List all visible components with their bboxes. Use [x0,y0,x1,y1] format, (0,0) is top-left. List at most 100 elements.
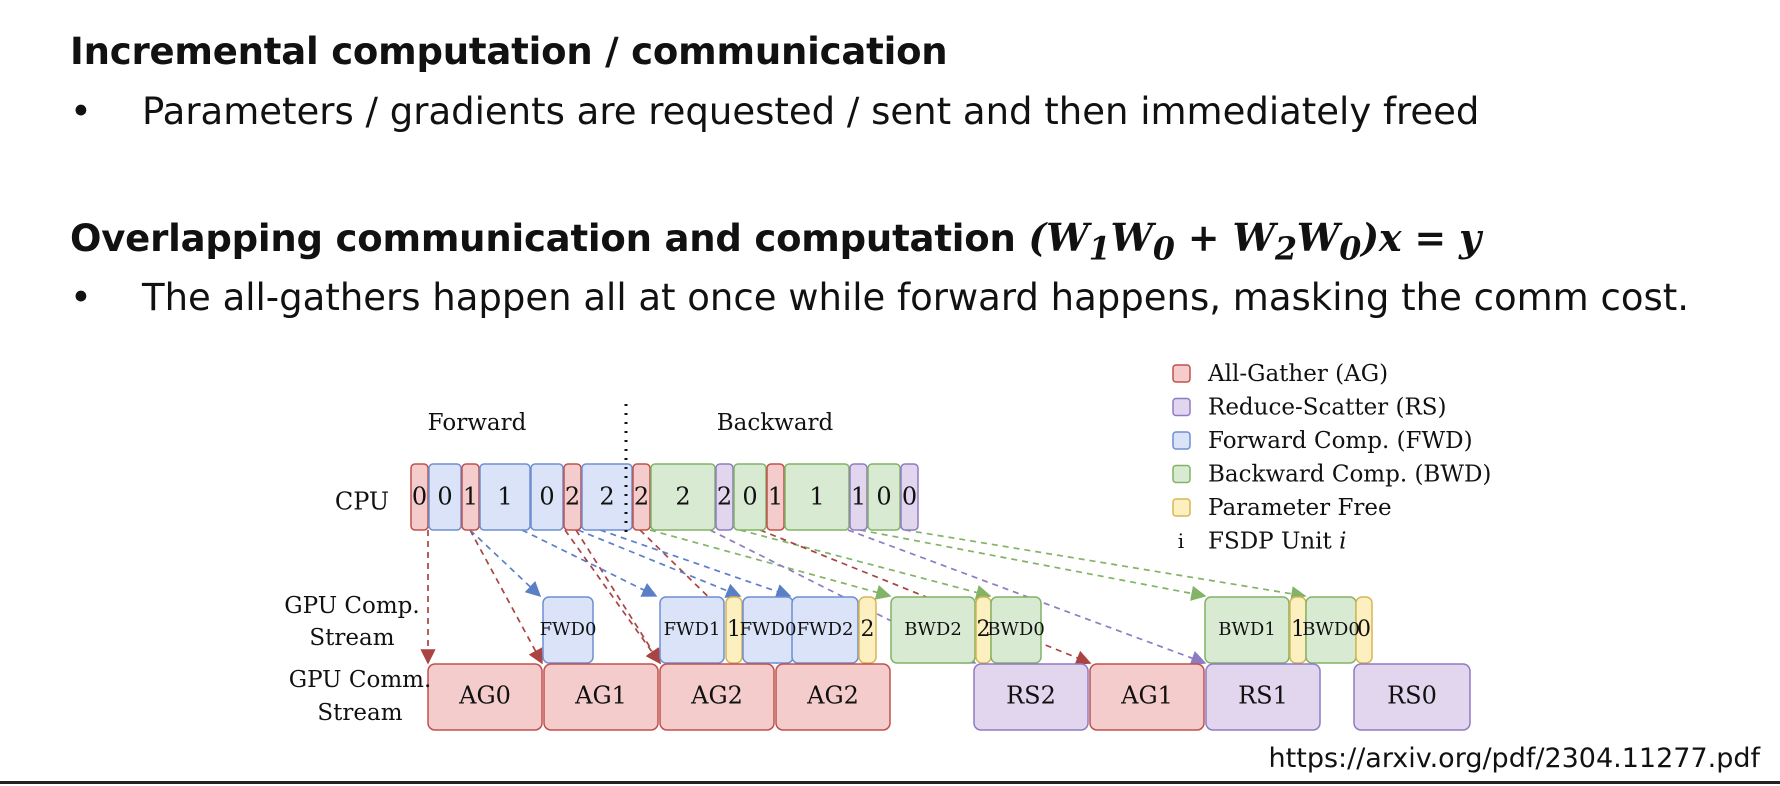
legend-swatch [1172,364,1191,383]
bullet-incremental: • Parameters / gradients are requested / … [70,90,1479,133]
row-label-gpu-comm: GPU Comm. [289,667,432,693]
legend-label: All-Gather (AG) [1207,361,1388,387]
cpu-block-label: 2 [717,483,732,511]
cpu-block-label: 0 [742,483,757,511]
cpu-block [632,463,651,531]
cpu-block-label: 2 [565,483,580,511]
gpu-comp-block-label: BWD2 [904,619,962,640]
cpu-block [581,463,633,531]
gpu-comp-block-label: 1 [1291,617,1305,642]
cpu-block [766,463,785,531]
gpu-comm-block-label: RS2 [1006,682,1056,710]
gpu-comp-block-label: BWD0 [987,619,1045,640]
dependency-arrow [599,529,792,599]
cpu-block [715,463,734,531]
legend: All-Gather (AG) Reduce-Scatter (RS) Forwar… [1172,361,1491,555]
gpu-comp-block-label: BWD1 [1218,619,1276,640]
dependency-arrow [564,529,661,665]
gpu-comm-block-label: AG1 [574,682,627,710]
gpu-comm-block-label: AG0 [458,682,511,710]
dependency-arrow [577,529,742,598]
dependency-arrow [469,529,542,598]
legend-label: Parameter Free [1208,495,1392,521]
gpu-comm-block-label: AG2 [690,682,743,710]
cpu-block-label: 1 [497,483,512,511]
legend-label: FSDP Unit i [1208,529,1346,555]
cpu-block [900,463,919,531]
phase-label-forward: Forward [428,410,527,436]
bullet-overlapping-text: The all-gathers happen all at once while… [142,276,1690,319]
bullet-overlapping: • The all-gathers happen all at once whil… [70,276,1689,319]
cpu-block-label: 0 [412,483,427,511]
cpu-block-label: 0 [876,483,891,511]
dependency-arrow [904,529,1307,602]
cpu-block [849,463,868,531]
gpu-comp-block [1355,596,1373,664]
cpu-block [530,463,564,531]
gpu-comp-block [990,596,1042,664]
row-label-gpu-comm: Stream [317,700,402,726]
legend-swatch [1172,464,1191,484]
gpu-comm-block-label: RS1 [1238,682,1288,710]
timeline-blocks [410,463,1471,731]
gpu-comm-block [973,663,1089,731]
gpu-comp-block [659,596,725,664]
gpu-comm-block-label: RS0 [1387,682,1437,710]
legend-label: Backward Comp. (BWD) [1208,462,1491,488]
legend-swatch [1172,431,1191,450]
cpu-block-label: 0 [902,483,917,511]
phase-label-backward: Backward [717,410,834,436]
cpu-block-label: 1 [463,483,478,511]
dependency-arrow [521,529,658,597]
legend-unit-symbol: i [1178,529,1184,553]
cpu-block-label: 1 [768,483,783,511]
gpu-comp-block [791,596,859,664]
cpu-block [428,463,462,531]
cpu-block [733,463,767,531]
dependency-arrow [469,529,543,665]
cpu-block-label: 1 [809,483,824,511]
source-url[interactable]: https://arxiv.org/pdf/2304.11277.pdf [1268,743,1760,774]
bottom-divider [0,781,1780,784]
heading-overlapping: Overlapping communication and computatio… [70,215,1481,268]
gpu-comm-block [543,663,659,731]
gpu-comp-block [542,596,594,664]
row-label-cpu: CPU [335,488,389,516]
bullet-glyph: • [70,90,92,133]
cpu-block-label: 0 [539,483,554,511]
cpu-block [784,463,850,531]
heading-overlapping-text: Overlapping communication and computatio… [70,217,1016,260]
cpu-block-label: 2 [675,483,690,511]
gpu-comp-block [725,596,743,664]
gpu-comm-block [775,663,891,731]
cpu-block [479,463,531,531]
cpu-block-label: 2 [634,483,649,511]
gpu-comp-block-label: BWD0 [1302,619,1360,640]
dependency-arrow [575,529,661,665]
cpu-block [563,463,582,531]
gpu-comp-block [858,596,877,664]
legend-label: Forward Comp. (FWD) [1208,428,1473,454]
gpu-comm-block-label: AG1 [1120,682,1173,710]
heading-incremental: Incremental computation / communication [70,30,948,73]
gpu-comp-block-label: 1 [727,617,741,642]
bullet-glyph: • [70,276,92,319]
dependency-arrow [859,529,1207,601]
gpu-comp-block-label: 0 [1357,617,1371,642]
gpu-comm-block [1353,663,1471,731]
row-label-gpu-comp: GPU Comp. [284,593,419,619]
bullet-incremental-text: Parameters / gradients are requested / s… [142,90,1480,133]
legend-swatch [1172,397,1191,417]
cpu-block [867,463,901,531]
gpu-comp-block [890,596,976,664]
gpu-comp-block-label: FWD0 [540,619,597,640]
row-label-gpu-comp: Stream [309,625,394,651]
gpu-comm-block [659,663,775,731]
dependency-arrow [739,529,992,600]
cpu-block-label: 1 [851,483,866,511]
gpu-comm-block [427,663,543,731]
legend-label: Reduce-Scatter (RS) [1208,395,1447,421]
gpu-comp-block-label: FWD2 [797,619,854,640]
